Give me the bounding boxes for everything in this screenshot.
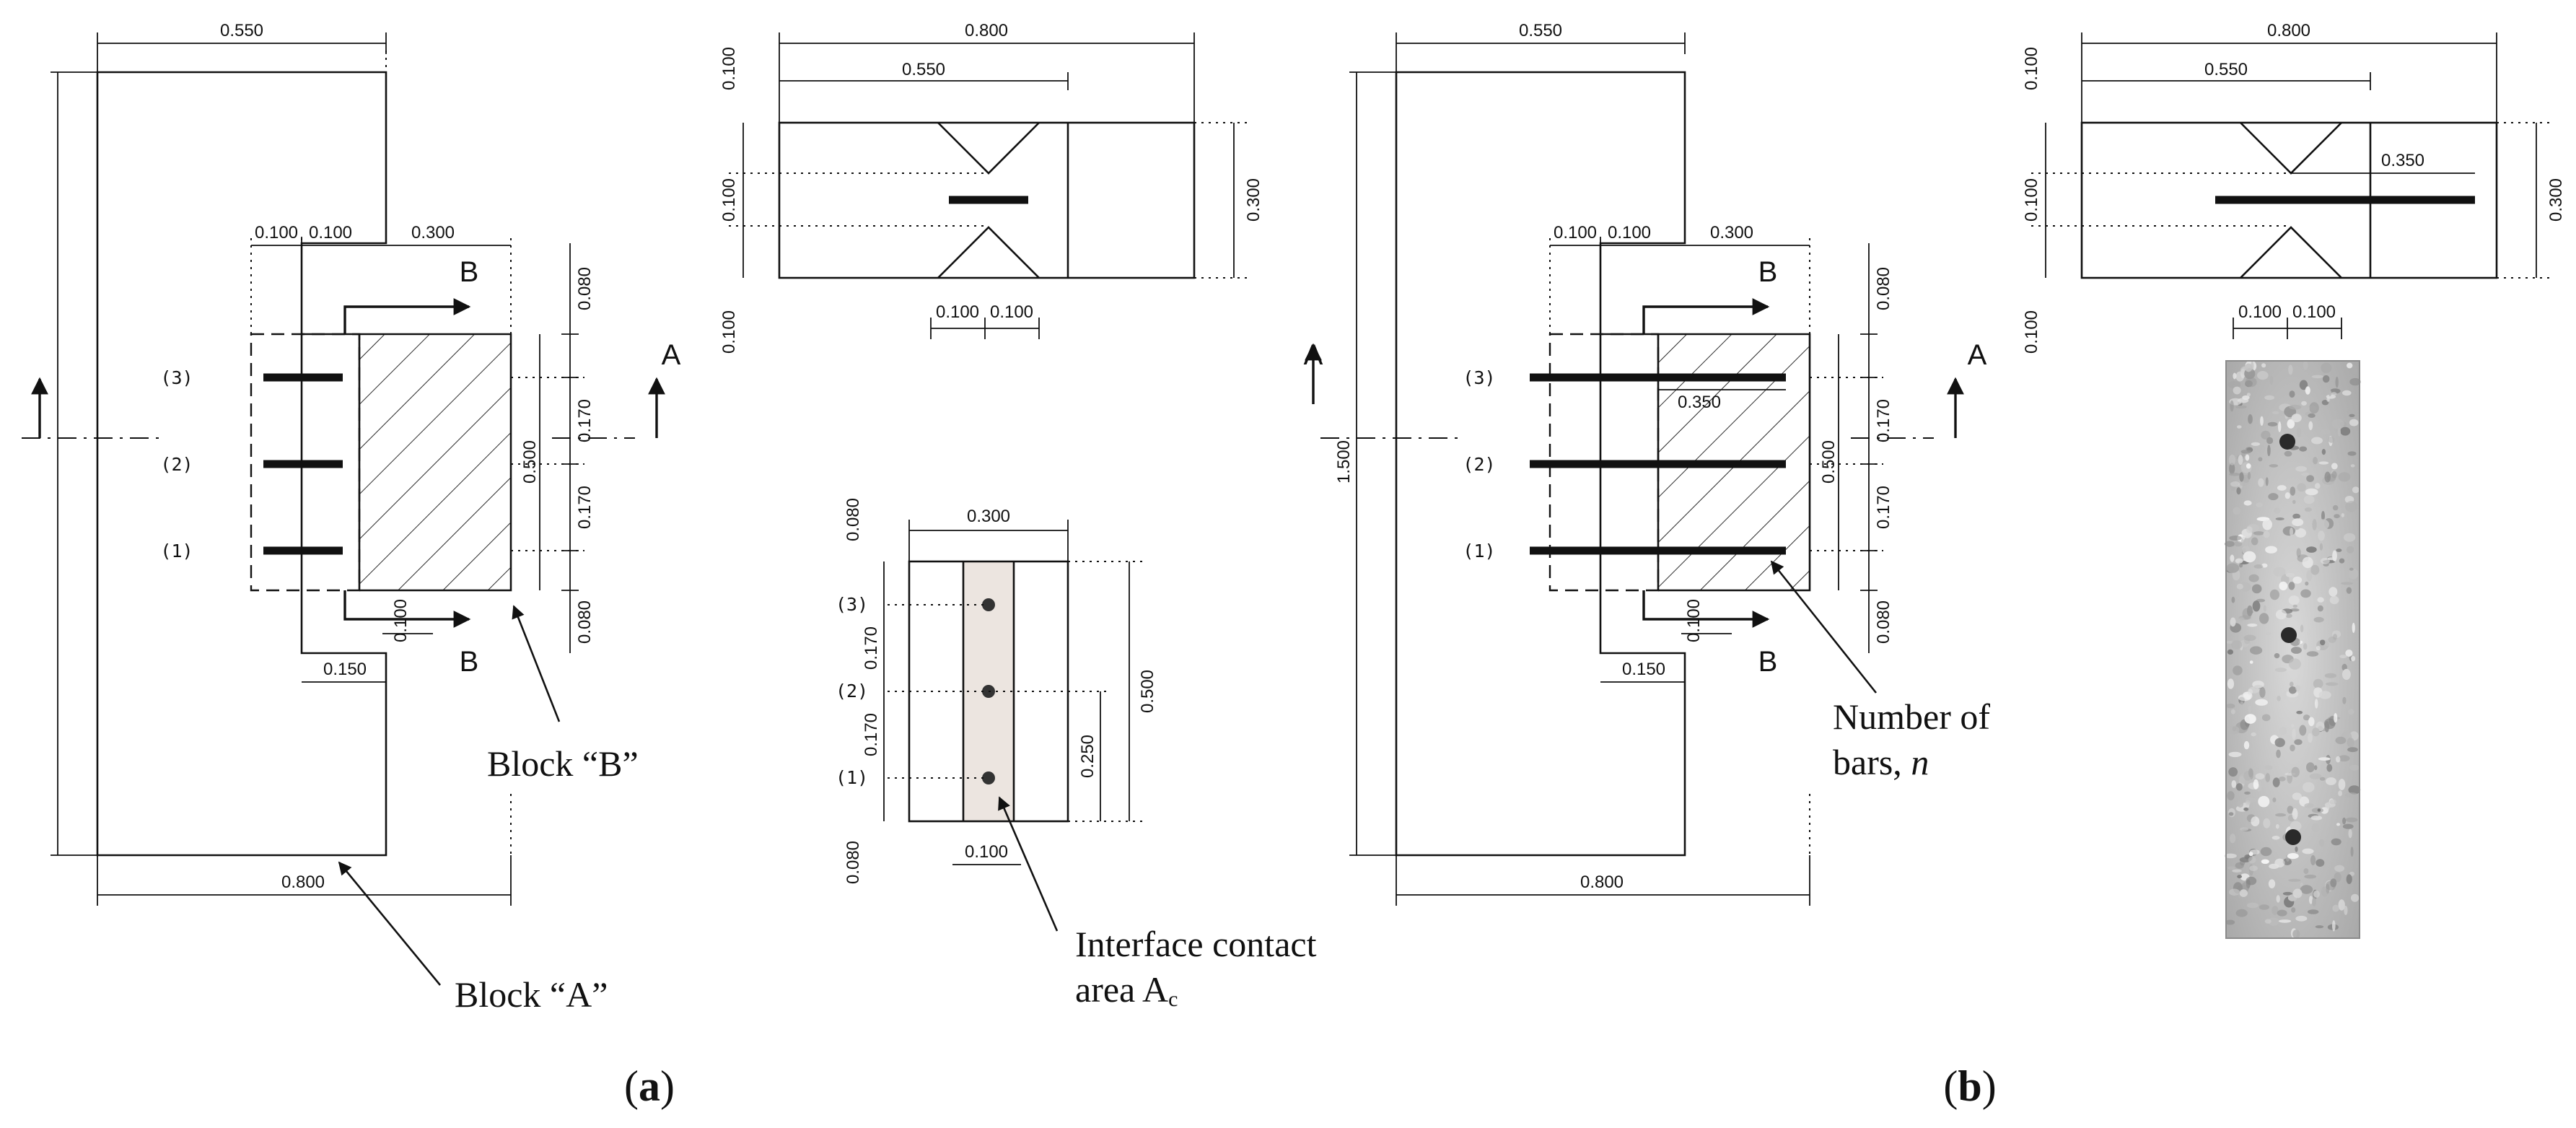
dim-top-width: 0.550 [220,21,263,40]
interface-dim-s1: 0.170 [862,626,881,670]
dim-spacing-lower: 0.170 [575,486,595,529]
b-dim-top-edge: 0.080 [1874,267,1893,310]
dim-left-b: 0.100 [309,223,352,242]
b-dim-spacing-lower: 0.170 [1874,486,1893,529]
callout-block-b: Block “B” [487,743,639,784]
photo-texture [2224,360,2361,939]
b-section-a-left: A [1304,339,1323,371]
dim-left-a: 0.100 [255,223,298,242]
plan-dim-bar-right: 0.100 [990,302,1033,322]
dim-top-edge: 0.080 [575,267,595,310]
b-dim-block-height: 0.500 [1819,440,1839,484]
callout-nbars-line1: Number of [1833,696,1990,737]
interface-dim-height: 0.500 [1138,670,1157,713]
b-plan-dim-bar-left: 0.100 [2238,302,2282,322]
b-dim-bottom-width: 0.800 [1580,873,1624,892]
plan-dim-edge-top: 0.100 [719,47,739,90]
panel-label-b: (b) [1943,1062,1996,1110]
b-plan-dim-total: 0.800 [2267,21,2310,40]
b-dim-embed: 0.350 [1678,393,1721,412]
bar-label-3: (3) [160,367,193,388]
plan-dim-bar-left: 0.100 [936,302,979,322]
plan-dim-center: 0.100 [719,178,739,222]
panel-a-plan: 0.800 0.550 0.100 0.100 0.100 0.100 0.10… [719,21,1263,354]
callout-interface-line1: Interface contact [1075,924,1317,964]
b-plan-dim-block-a: 0.550 [2204,60,2248,79]
b-dim-offset: 0.150 [1622,660,1665,679]
interface-bar-label-1: (1) [836,767,868,788]
block-a-outline-b [1395,71,1686,857]
plan-dim-total: 0.800 [965,21,1008,40]
interface-dim-top: 0.080 [844,498,863,541]
callout-interface-line2: area Ac [1075,969,1178,1011]
interface-dim-half: 0.250 [1078,735,1098,778]
b-bar-label-1: (1) [1463,541,1495,561]
dim-spacing-upper: 0.170 [575,399,595,442]
panel-a-interface: 0.300 0.100 0.080 0.170 0.170 0.080 0.50… [836,498,1317,1011]
panel-b-elevation: 0.550 0.100 0.100 0.300 0.350 0.100 0.15… [1304,21,1990,906]
b-plan-dim-edge-bottom: 0.100 [2022,310,2041,354]
section-b-top: B [460,256,479,288]
section-a-right: A [662,339,681,371]
block-b-hatched [359,334,511,590]
photo-bar-hole-2 [2281,627,2297,643]
b-plan-dim-embed: 0.350 [2381,151,2424,170]
interface-dim-bottom: 0.080 [844,841,863,884]
interface-bar-label-3: (3) [836,594,868,615]
dim-block-height: 0.500 [520,440,540,484]
panel-b-plan: 0.800 0.550 0.350 0.100 0.100 0.100 0.10… [2022,21,2566,354]
panel-a-elevation: 0.550 0.100 0.100 0.300 0.100 0.150 0.80… [22,21,681,1015]
plan-dim-depth: 0.300 [1244,178,1263,222]
section-b-bottom: B [460,646,479,678]
panel-label-a: (a) [624,1062,675,1110]
b-bar-label-2: (2) [1463,454,1495,475]
dim-bottom-width: 0.800 [281,873,325,892]
b-dim-left-a: 0.100 [1554,223,1597,242]
interface-dim-contact: 0.100 [965,842,1008,862]
bar-dot-1 [982,771,995,784]
bar-dot-3 [982,598,995,611]
plan-dim-block-a: 0.550 [902,60,945,79]
b-dim-gap: 0.100 [1684,599,1704,642]
b-bar-label-3: (3) [1463,367,1495,388]
interface-dim-width: 0.300 [967,507,1010,526]
b-section-b-bottom: B [1758,646,1778,678]
callout-nbars-line2: bars, n [1833,742,1929,782]
b-dim-left-b: 0.100 [1608,223,1651,242]
dim-bottom-edge: 0.080 [575,600,595,644]
dim-offset: 0.150 [323,660,367,679]
block-a-outline [96,71,387,857]
b-dim-bottom-edge: 0.080 [1874,600,1893,644]
specimen-photo [2224,360,2361,939]
b-plan-dim-depth: 0.300 [2546,178,2566,222]
b-section-a-right: A [1968,339,1987,371]
b-dim-block-b-width: 0.300 [1710,223,1753,242]
interface-bar-label-2: (2) [836,681,868,701]
b-dim-top-width: 0.550 [1519,21,1562,40]
b-section-b-top: B [1758,256,1778,288]
b-dim-total-height: 1.500 [1334,440,1354,484]
interface-dim-s2: 0.170 [862,713,881,756]
callout-block-a: Block “A” [455,974,608,1015]
dim-block-b-width: 0.300 [411,223,455,242]
b-plan-dim-bar-right: 0.100 [2292,302,2336,322]
bar-label-1: (1) [160,541,193,561]
b-dim-spacing-upper: 0.170 [1874,399,1893,442]
photo-bar-hole-3 [2279,434,2295,450]
bar-label-2: (2) [160,454,193,475]
photo-bar-hole-1 [2285,829,2301,845]
dim-gap: 0.100 [391,599,411,642]
plan-dim-edge-bottom: 0.100 [719,310,739,354]
b-plan-dim-edge-top: 0.100 [2022,47,2041,90]
b-plan-dim-center: 0.100 [2022,178,2041,222]
